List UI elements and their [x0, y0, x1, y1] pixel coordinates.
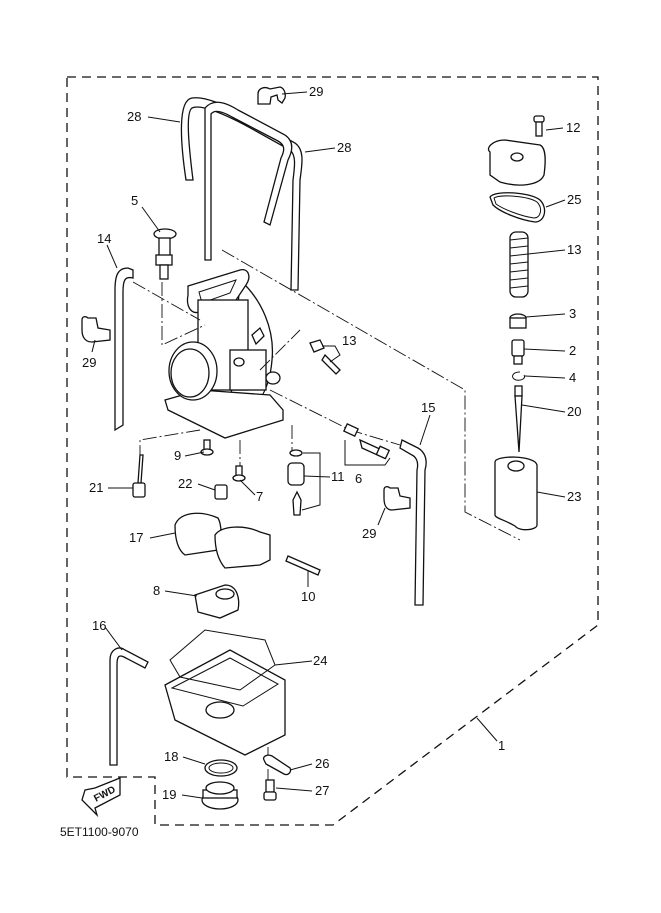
- plate-part: [262, 754, 292, 776]
- callout-5: 5: [131, 193, 138, 208]
- alignment-line: [139, 429, 201, 455]
- callout-3: 3: [569, 306, 576, 321]
- callout-24: 24: [313, 653, 327, 668]
- callout-labels: 29 28 28 12 25 13 3 2 4 20 23 5 14 29 13…: [82, 84, 581, 802]
- throttle-stop-screw-part: [343, 422, 391, 466]
- screw-7-part: [232, 465, 246, 482]
- clip-part: [512, 371, 525, 381]
- callout-22: 22: [178, 476, 192, 491]
- top-cover-part: [487, 139, 546, 186]
- callout-14: 13: [342, 333, 356, 348]
- callout-25: 25: [567, 192, 581, 207]
- air-vent-hose-right-part: [204, 101, 293, 261]
- throttle-valve-spring-part: [509, 231, 529, 298]
- cover-gasket-part: [489, 192, 546, 223]
- callout-21: 21: [89, 480, 103, 495]
- callout-26: 26: [315, 756, 329, 771]
- pilot-jet-part: [132, 454, 146, 498]
- float-pin-part: [285, 555, 321, 576]
- hose-clamp-top-part: [257, 86, 286, 105]
- pilot-screw-set-part: [309, 339, 341, 375]
- starter-plunger-part: [153, 228, 177, 280]
- hose-clamp-left-part: [81, 316, 111, 343]
- callout-12: 12: [566, 120, 580, 135]
- spring-seat-part: [509, 313, 527, 329]
- needle-valve-set-part: [287, 449, 321, 516]
- callout-20: 20: [567, 404, 581, 419]
- callout-28: 28: [127, 109, 141, 124]
- jet-needle-part: [514, 385, 523, 453]
- screw-9-part: [200, 439, 214, 456]
- drain-plug-part: [201, 781, 239, 810]
- callout-17: 17: [129, 530, 143, 545]
- o-ring-part: [204, 759, 238, 777]
- float-holder-part: [194, 584, 240, 619]
- callout-28: 28: [337, 140, 351, 155]
- leader-lines: [91, 91, 566, 799]
- callout-29: 29: [82, 355, 96, 370]
- throttle-valve-part: [494, 456, 538, 531]
- callout-15: 15: [421, 400, 435, 415]
- callout-15: 14: [97, 231, 111, 246]
- alignment-line: [161, 282, 206, 346]
- callout-19: 19: [162, 787, 176, 802]
- screw-27-part: [263, 779, 277, 801]
- float-chamber-part: [164, 649, 286, 756]
- alignment-line: [221, 249, 521, 541]
- callout-2: 2: [569, 343, 576, 358]
- hose-clamp-right-part: [383, 486, 411, 511]
- callout-13: 13: [567, 242, 581, 257]
- float-part: [174, 512, 271, 569]
- diagram-code: 5ET1100-9070: [60, 825, 139, 839]
- carburetor-body-part: [164, 269, 284, 439]
- needle-holder-part: [511, 339, 525, 365]
- assembly-boundary: [66, 76, 599, 826]
- fwd-arrow-icon: FWD: [81, 777, 121, 818]
- vent-hose-left-part: [114, 267, 134, 432]
- callout-23: 23: [567, 489, 581, 504]
- callout-29: 29: [309, 84, 323, 99]
- alignment-line: [259, 329, 301, 371]
- callout-4: 4: [569, 370, 576, 385]
- callout-27: 27: [315, 783, 329, 798]
- callout-7: 7: [256, 489, 263, 504]
- callout-18: 18: [164, 749, 178, 764]
- callout-8: 8: [153, 583, 160, 598]
- main-jet-part: [214, 484, 228, 500]
- drain-hose-part: [109, 647, 149, 766]
- callout-10: 10: [301, 589, 315, 604]
- callout-16: 16: [92, 618, 106, 633]
- alignment-line: [269, 389, 401, 446]
- callout-29: 29: [362, 526, 376, 541]
- callout-1: 1: [498, 738, 505, 753]
- air-vent-hose-left-part: [180, 97, 303, 291]
- callout-11: 11: [331, 469, 345, 484]
- vent-hose-right-part: [399, 439, 427, 606]
- callout-6: 6: [355, 471, 362, 486]
- cover-screw-part: [533, 115, 545, 137]
- callout-9: 9: [174, 448, 181, 463]
- alignment-line: [132, 281, 201, 321]
